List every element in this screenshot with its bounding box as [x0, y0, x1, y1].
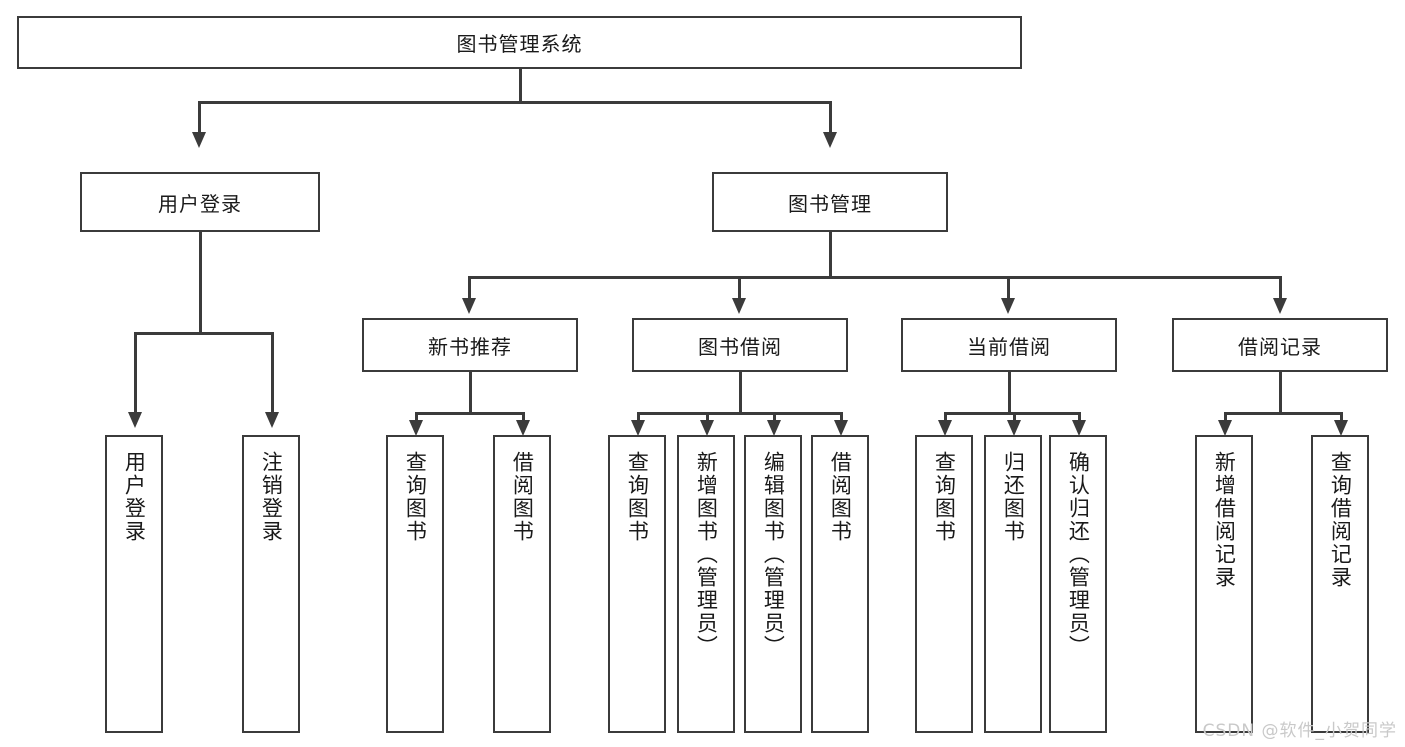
node-label: 新书推荐 — [428, 334, 512, 359]
leaf-label: 用户登录 — [122, 451, 147, 543]
leaf-logout[interactable]: 注销登录 — [242, 435, 300, 733]
arrow-to-leaf-query-record — [1334, 420, 1348, 436]
leaf-bookborrow-borrow-book[interactable]: 借阅图书 — [811, 435, 869, 733]
node-book-borrow[interactable]: 图书借阅 — [632, 318, 848, 372]
node-label: 图书管理系统 — [456, 32, 583, 56]
node-label: 用户登录 — [158, 191, 242, 216]
node-label: 图书管理 — [788, 191, 872, 216]
leaf-user-login[interactable]: 用户登录 — [105, 435, 163, 733]
connector-login-left — [134, 332, 137, 414]
connector-currentborrow-l1 — [944, 412, 947, 424]
node-label: 借阅记录 — [1238, 334, 1322, 359]
leaf-newbook-query-book[interactable]: 查询图书 — [386, 435, 444, 733]
node-current-borrow[interactable]: 当前借阅 — [901, 318, 1117, 372]
arrow-to-leaf-confirm-return — [1072, 420, 1086, 436]
connector-borrowrecord-stem — [1279, 372, 1282, 414]
node-new-book-recommend[interactable]: 新书推荐 — [362, 318, 578, 372]
leaf-label: 注销登录 — [259, 451, 284, 543]
arrow-to-leaf-add-book — [700, 420, 714, 436]
leaf-currentborrow-query-book[interactable]: 查询图书 — [915, 435, 973, 733]
leaf-bookborrow-edit-book[interactable]: 编辑图书（管理员） — [744, 435, 802, 733]
leaf-label: 编辑图书（管理员） — [761, 451, 786, 658]
arrow-to-book-borrow — [732, 298, 746, 314]
leaf-label: 查询图书 — [625, 451, 650, 543]
connector-books-stem — [829, 232, 832, 278]
connector-bookborrow-stem — [739, 372, 742, 414]
arrow-to-user-login — [192, 132, 206, 148]
arrow-to-leaf-logout — [265, 412, 279, 428]
leaf-currentborrow-confirm-return[interactable]: 确认归还（管理员） — [1049, 435, 1107, 733]
connector-currentborrow-l3 — [1078, 412, 1081, 424]
connector-bookborrow-l2 — [706, 412, 709, 424]
connector-borrowrecord-bar — [1224, 412, 1343, 415]
connector-root-to-login — [198, 101, 201, 134]
arrow-to-leaf-query-book-3 — [938, 420, 952, 436]
connector-bookborrow-l4 — [840, 412, 843, 424]
leaf-label: 查询图书 — [932, 451, 957, 543]
leaf-label: 借阅图书 — [510, 451, 535, 543]
leaf-newbook-borrow-book[interactable]: 借阅图书 — [493, 435, 551, 733]
leaf-label: 新增图书（管理员） — [694, 451, 719, 658]
watermark: CSDN @软件_小贺同学 — [1202, 721, 1397, 741]
connector-currentborrow-bar — [944, 412, 1080, 415]
arrow-to-leaf-edit-book — [767, 420, 781, 436]
leaf-bookborrow-query-book[interactable]: 查询图书 — [608, 435, 666, 733]
leaf-label: 确认归还（管理员） — [1066, 451, 1091, 658]
leaf-label: 查询图书 — [403, 451, 428, 543]
leaf-label: 新增借阅记录 — [1212, 451, 1237, 589]
connector-login-right — [271, 332, 274, 414]
node-root-system[interactable]: 图书管理系统 — [17, 16, 1022, 69]
leaf-label: 借阅图书 — [828, 451, 853, 543]
connector-bookborrow-bar — [637, 412, 843, 415]
arrow-to-book-manage — [823, 132, 837, 148]
connector-newbook-stem — [469, 372, 472, 414]
node-borrow-record[interactable]: 借阅记录 — [1172, 318, 1388, 372]
arrow-to-new-book — [462, 298, 476, 314]
leaf-bookborrow-add-book[interactable]: 新增图书（管理员） — [677, 435, 735, 733]
node-book-management[interactable]: 图书管理 — [712, 172, 948, 232]
node-user-login[interactable]: 用户登录 — [80, 172, 320, 232]
connector-currentborrow-l2 — [1013, 412, 1016, 424]
arrow-to-leaf-user-login — [128, 412, 142, 428]
arrow-to-leaf-borrow-book-2 — [834, 420, 848, 436]
arrow-to-leaf-query-book-1 — [409, 420, 423, 436]
leaf-record-query[interactable]: 查询借阅记录 — [1311, 435, 1369, 733]
arrow-to-leaf-return-book — [1007, 420, 1021, 436]
leaf-label: 归还图书 — [1001, 451, 1026, 543]
connector-root-to-books — [829, 101, 832, 134]
leaf-label: 查询借阅记录 — [1328, 451, 1353, 589]
arrow-to-leaf-add-record — [1218, 420, 1232, 436]
connector-login-bar — [134, 332, 274, 335]
connector-newbook-l2 — [522, 412, 525, 424]
connector-borrowrecord-l2 — [1340, 412, 1343, 424]
connector-books-c3 — [1007, 276, 1010, 300]
arrow-to-leaf-borrow-book-1 — [516, 420, 530, 436]
node-label: 当前借阅 — [967, 334, 1051, 359]
leaf-currentborrow-return-book[interactable]: 归还图书 — [984, 435, 1042, 733]
arrow-to-borrow-record — [1273, 298, 1287, 314]
connector-bookborrow-l1 — [637, 412, 640, 424]
connector-books-c4 — [1279, 276, 1282, 300]
connector-books-c1 — [468, 276, 471, 300]
leaf-record-add[interactable]: 新增借阅记录 — [1195, 435, 1253, 733]
connector-borrowrecord-l1 — [1224, 412, 1227, 424]
connector-newbook-bar — [415, 412, 525, 415]
connector-newbook-l1 — [415, 412, 418, 424]
connector-root-stem — [519, 69, 522, 103]
connector-books-c2 — [738, 276, 741, 300]
connector-root-bar — [198, 101, 832, 104]
node-label: 图书借阅 — [698, 334, 782, 359]
connector-login-stem — [199, 232, 202, 334]
connector-bookborrow-l3 — [773, 412, 776, 424]
arrow-to-current-borrow — [1001, 298, 1015, 314]
connector-books-bar — [468, 276, 1282, 279]
connector-currentborrow-stem — [1008, 372, 1011, 414]
arrow-to-leaf-query-book-2 — [631, 420, 645, 436]
